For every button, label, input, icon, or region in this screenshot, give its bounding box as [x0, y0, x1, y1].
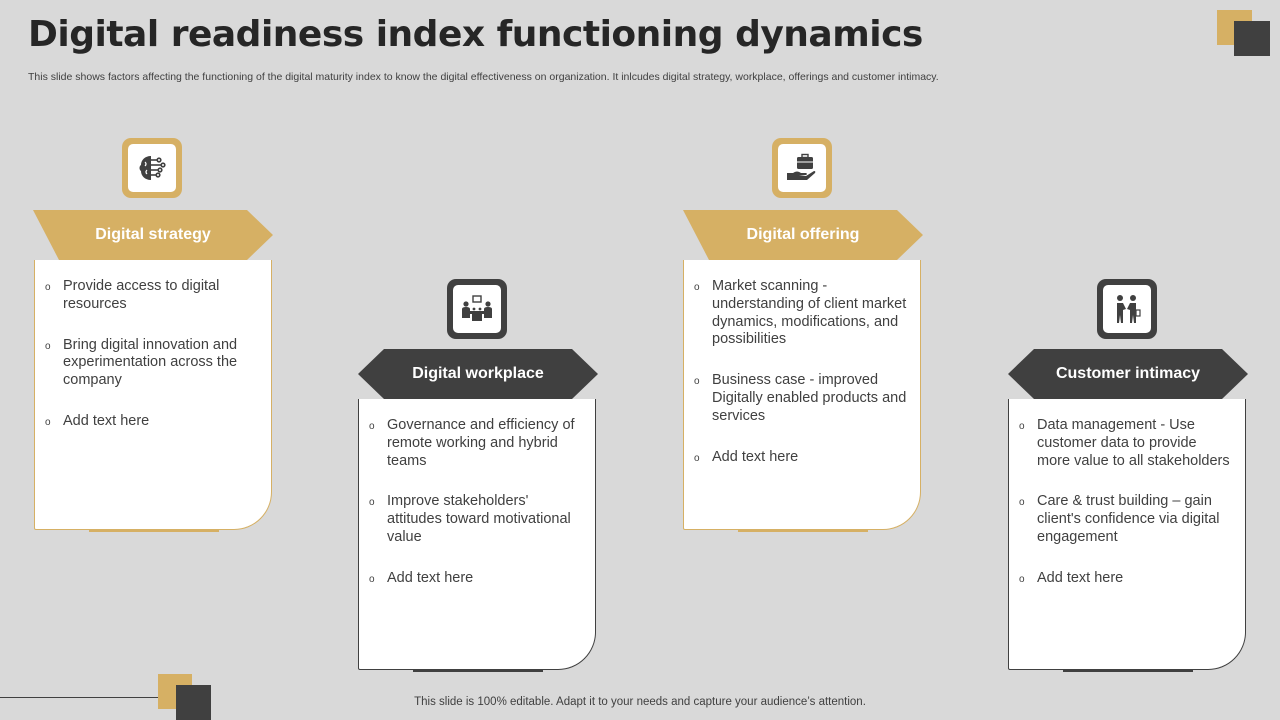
heading-digital-offering: Digital offering — [683, 210, 923, 260]
slide-subtitle: This slide shows factors affecting the f… — [28, 71, 939, 83]
slide-title: Digital readiness index functioning dyna… — [28, 14, 923, 55]
bottom-line-decoration — [0, 697, 160, 698]
bottom-decoration-dark — [176, 685, 211, 720]
card-accent-bar — [1063, 669, 1193, 672]
heading-customer-intimacy: Customer intimacy — [1008, 349, 1248, 399]
heading-digital-strategy: Digital strategy — [33, 210, 273, 260]
meeting-table-icon — [447, 279, 507, 339]
hand-briefcase-icon — [772, 138, 832, 198]
brain-circuit-icon — [122, 138, 182, 198]
card-accent-bar — [89, 529, 219, 532]
handshake-people-icon — [1097, 279, 1157, 339]
heading-digital-workplace: Digital workplace — [358, 349, 598, 399]
card-accent-bar — [413, 669, 543, 672]
card-accent-bar — [738, 529, 868, 532]
corner-decoration-top-dark — [1234, 21, 1270, 56]
footer-note: This slide is 100% editable. Adapt it to… — [414, 696, 866, 708]
